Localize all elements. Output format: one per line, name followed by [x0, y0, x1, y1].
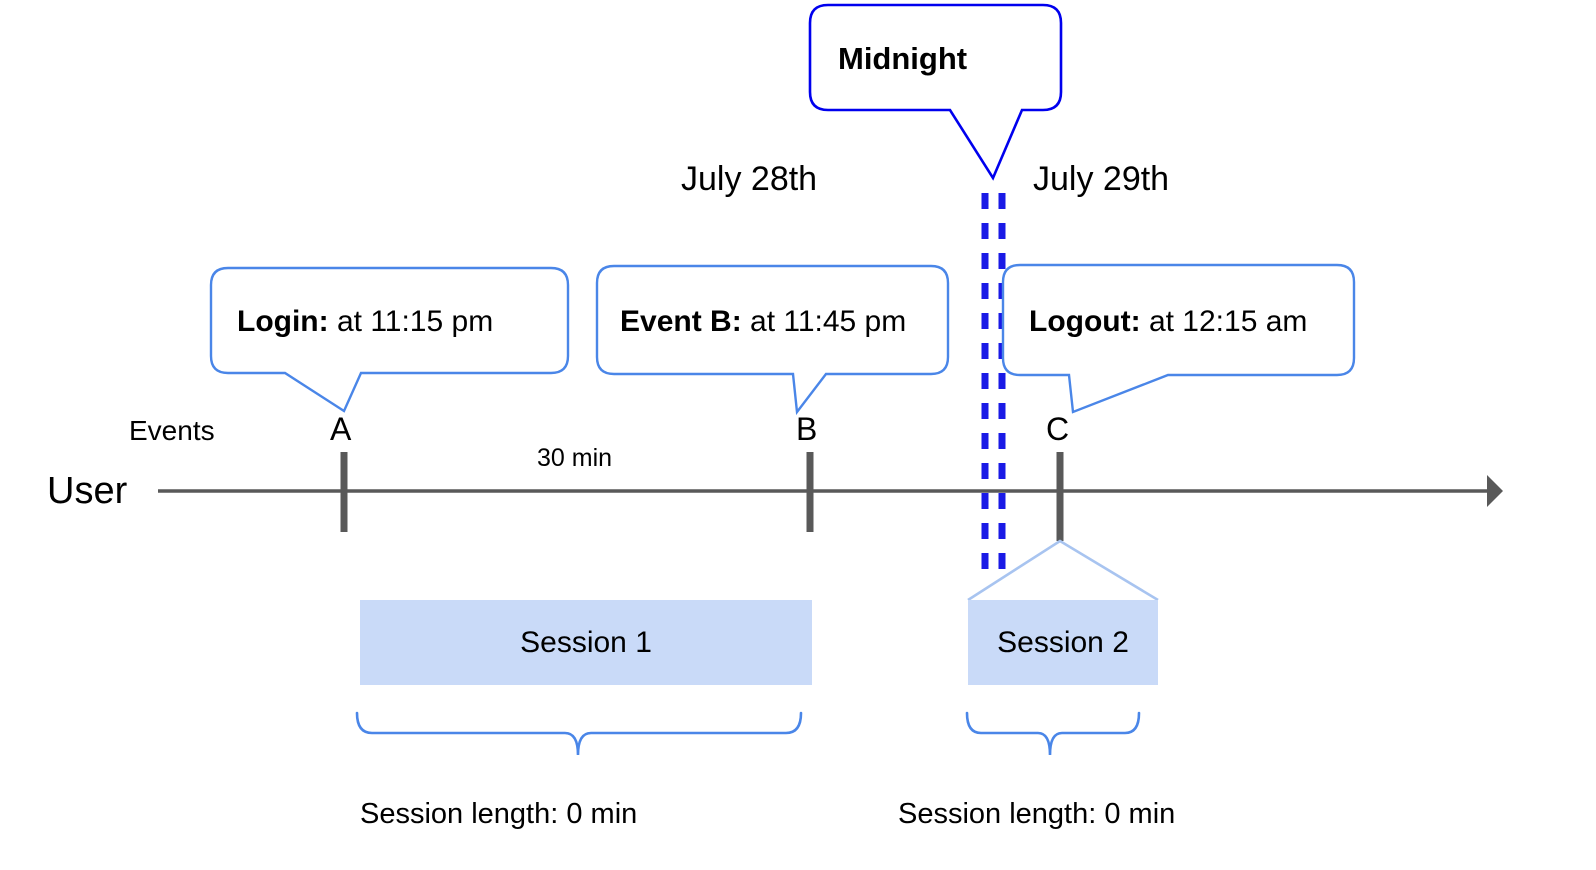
day-label-right: July 29th [1033, 160, 1170, 198]
session-1-length-label: Session length: 0 min [360, 798, 638, 830]
eventb-callout-value: at 11:45 pm [741, 305, 907, 338]
session-box-1: Session 1 [360, 600, 812, 685]
midnight-dashed-lines [981, 193, 1006, 580]
events-row-label: Events [129, 415, 215, 446]
logout-callout-shape [1001, 263, 1356, 414]
login-callout-label: Login: [237, 305, 329, 338]
login-callout-text: Login: at 11:15 pm [237, 305, 493, 338]
session2-brace [965, 711, 1141, 756]
interval-label-30min: 30 min [537, 444, 613, 472]
session-2-label: Session 2 [997, 625, 1129, 659]
midnight-callout-shape [808, 3, 1063, 181]
eventb-callout-shape [595, 264, 950, 416]
session2-connector [967, 539, 1159, 602]
event-ticks [340, 452, 1064, 541]
login-callout-shape [209, 266, 570, 413]
timeline-axis [158, 475, 1503, 507]
eventb-callout-text: Event B: at 11:45 pm [620, 305, 906, 338]
logout-callout-text: Logout: at 12:15 am [1029, 305, 1307, 338]
day-label-left: July 28th [681, 160, 818, 198]
session-2-length-label: Session length: 0 min [898, 798, 1176, 830]
midnight-label: Midnight [838, 41, 968, 76]
event-letter-c: C [1046, 411, 1070, 447]
eventb-callout-label: Event B: [620, 305, 742, 338]
event-letter-a: A [330, 411, 352, 447]
login-callout-value: at 11:15 pm [328, 305, 494, 338]
session-box-2: Session 2 [968, 600, 1158, 685]
session1-brace [355, 711, 803, 756]
axis-title-user: User [47, 470, 128, 512]
logout-callout-value: at 12:15 am [1140, 305, 1308, 338]
event-letter-b: B [796, 411, 818, 447]
logout-callout-label: Logout: [1029, 305, 1141, 338]
session-1-label: Session 1 [520, 625, 652, 659]
